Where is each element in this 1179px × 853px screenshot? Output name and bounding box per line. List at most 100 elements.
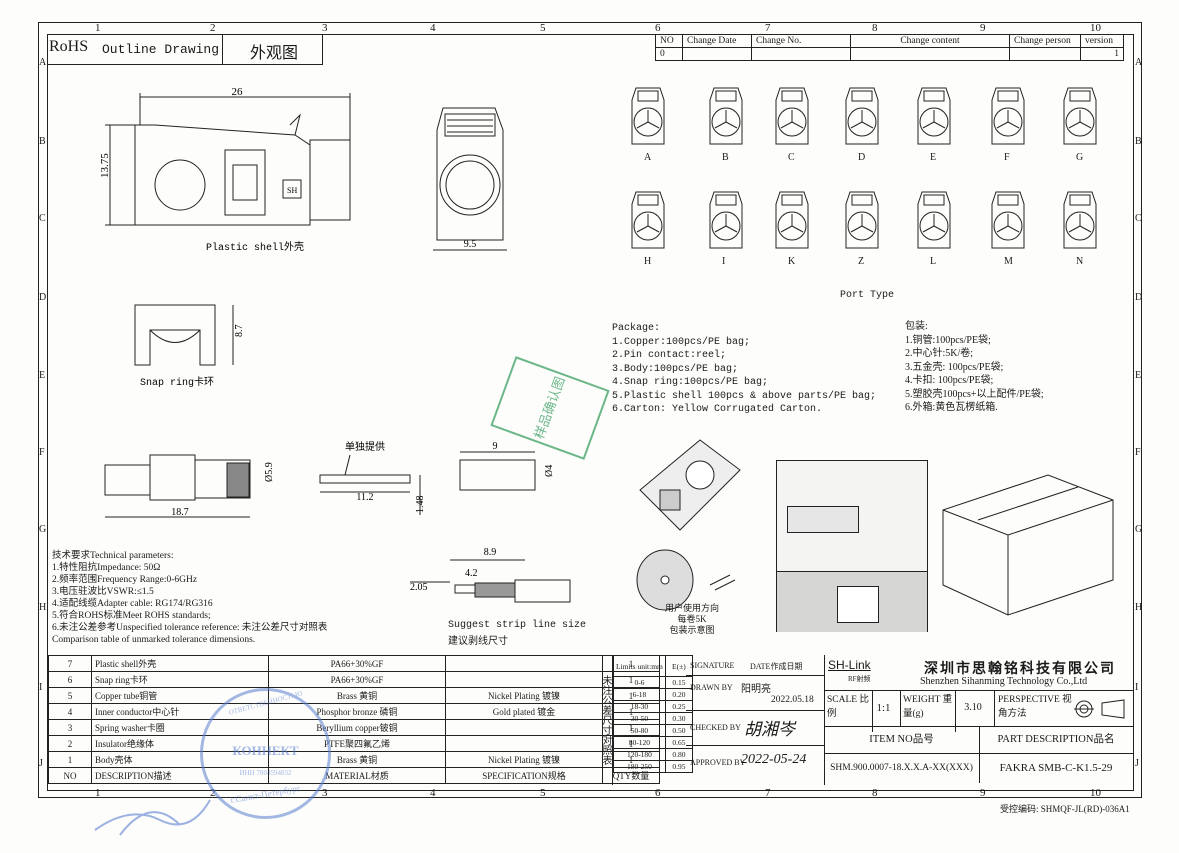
drawing-outer-frame: [38, 22, 1142, 798]
col-change-no: Change No.: [751, 34, 851, 48]
package_cn-line: 2.中心针:5K/卷;: [905, 348, 974, 359]
stamp-text-2: КОННЕКТ: [232, 743, 299, 758]
stamp-text-4: г.Санкт-Петербург: [229, 782, 302, 806]
cell-person: [1009, 47, 1081, 61]
dim-4-2: 4.2: [465, 568, 478, 579]
handwritten-signature: [94, 799, 211, 836]
dim-dia-5-9: Ø5.9: [264, 462, 275, 482]
package-en: Package:1.Copper:100pcs/PE bag;2.Pin con…: [612, 322, 876, 417]
body-drawing: 18.7 Ø5.9: [104, 454, 275, 518]
package_cn-line: 5.塑胶壳100pcs+以上配件/PE袋;: [905, 388, 1044, 400]
bom-cell-mat: PA66+30%GF: [268, 671, 446, 688]
bom-cell-no: 5: [48, 687, 92, 704]
zone-number-top: 6: [655, 22, 661, 34]
item-no-value: SHM.900.0007-18.X.X.A-XX(XXX): [824, 753, 980, 783]
port-label: D: [858, 152, 866, 163]
zone-number-bot: 9: [980, 787, 986, 799]
bom-cell-desc: Snap ring卡环: [91, 671, 269, 688]
zone-number-top: 8: [872, 22, 878, 34]
cell-content: [850, 47, 1010, 61]
tol-cell: 120-180: [613, 748, 666, 761]
zone-letter: C: [1135, 213, 1142, 224]
company-block: SH-Link RF射频 深圳市思翰铭科技有限公司 Shenzhen Sihan…: [824, 655, 1134, 785]
dim-9: 9: [493, 441, 498, 452]
approved-date: 2022-05-24: [741, 752, 807, 767]
drawn-name: 阳明亮: [741, 684, 771, 695]
zone-letter: G: [39, 524, 47, 535]
cell-change-no: [751, 47, 851, 61]
scale-label: SCALE 比例: [824, 690, 873, 732]
port-label: F: [1004, 152, 1010, 163]
tol-cell: 50-80: [613, 724, 666, 737]
reel-photo: [630, 545, 750, 635]
port-icon: [914, 86, 954, 146]
copper-tube-drawing: 9 Ø4: [459, 441, 555, 491]
zone-letter: I: [1135, 682, 1139, 693]
tol-cell: 6-18: [613, 688, 666, 701]
tolerance-side-label: 未注公差尺寸对照表: [597, 655, 613, 785]
tech-line: Comparison table of unmarked tolerance d…: [52, 635, 256, 645]
bom-cell-no: NO: [48, 767, 92, 784]
package_en-line: 4.Snap ring:100pcs/PE bag;: [612, 377, 769, 388]
package_cn-line: 3.五金壳: 100pcs/PE袋;: [905, 361, 1004, 373]
date-label: DATE作成日期: [750, 662, 803, 671]
port-label: G: [1076, 152, 1084, 163]
perspective-label: PERSPECTIVE 视角方法: [998, 695, 1072, 719]
zone-number-top: 2: [210, 22, 216, 34]
bom-cell-no: 4: [48, 703, 92, 720]
part-desc-value: FAKRA SMB-C-K1.5-29: [999, 762, 1113, 774]
drawing-title: Outline Drawing: [102, 42, 220, 57]
package_cn-line: 1.铜管:100pcs/PE袋;: [905, 334, 991, 346]
footer-code: 受控编码: SHMQF-JL(RD)-036A1: [1000, 804, 1130, 814]
signature-block: SIGNATURE DATE作成日期 DRAWN BY 阳明亮 2022.05.…: [686, 655, 825, 785]
dim-1-48: 1.48: [415, 496, 426, 514]
packaging-photo: [776, 460, 928, 632]
package_cn-line: 包装:: [905, 321, 928, 332]
checked-label: CHECKED BY: [690, 723, 741, 732]
bom-cell-spec: Nickel Plating 镀镍: [445, 751, 603, 768]
dim-8-7: 8.7: [234, 325, 245, 338]
port-type-title: Port Type: [840, 290, 895, 301]
drawn-label: DRAWN BY: [690, 683, 733, 692]
company-name-cn: 深圳市思翰铭科技有限公司: [924, 662, 1116, 677]
zone-letter: G: [1135, 524, 1143, 535]
company-name-en: Shenzhen Sihanming Technology Co.,Ltd: [920, 676, 1088, 687]
dim-13-75: 13.75: [99, 153, 111, 178]
cell-no: 0: [655, 47, 683, 61]
package_cn-line: 4.卡扣: 100pcs/PE袋;: [905, 375, 994, 386]
zone-letter: E: [1135, 370, 1142, 381]
zone-letter: I: [39, 682, 43, 693]
cell-date: [682, 47, 752, 61]
stamp-text-3: ИНН 7804594832: [239, 769, 292, 777]
col-no: NO: [655, 34, 683, 48]
sh-mark: SH: [287, 186, 297, 195]
weight-value: 3.10: [952, 690, 995, 726]
tech-line: 技术要求Technical parameters:: [52, 551, 174, 561]
weight-label: WEIGHT 重量(g): [901, 690, 956, 732]
title-block: RoHS Outline Drawing: [47, 34, 223, 65]
zone-number-top: 1: [95, 22, 101, 34]
dim-9-5: 9.5: [464, 239, 477, 250]
port-icon: [1060, 190, 1100, 250]
drawing-title-cn: 外观图: [250, 45, 299, 62]
port-icon: [1060, 86, 1100, 146]
package_en-line: 6.Carton: Yellow Corrugated Carton.: [612, 404, 823, 415]
port-label: K: [788, 256, 796, 267]
package-cn: 包装: 1.铜管:100pcs/PE袋; 2.中心针:5K/卷; 3.五金壳: 100…: [905, 320, 1044, 415]
product-photo: [630, 430, 750, 540]
strip-label-cn: 建议剥线尺寸: [448, 636, 508, 647]
tol-header-cell: Limits unit:mm: [613, 655, 666, 677]
zone-number-top: 5: [540, 22, 546, 34]
port-icon: [772, 190, 812, 250]
bom-cell-spec: [445, 671, 603, 688]
